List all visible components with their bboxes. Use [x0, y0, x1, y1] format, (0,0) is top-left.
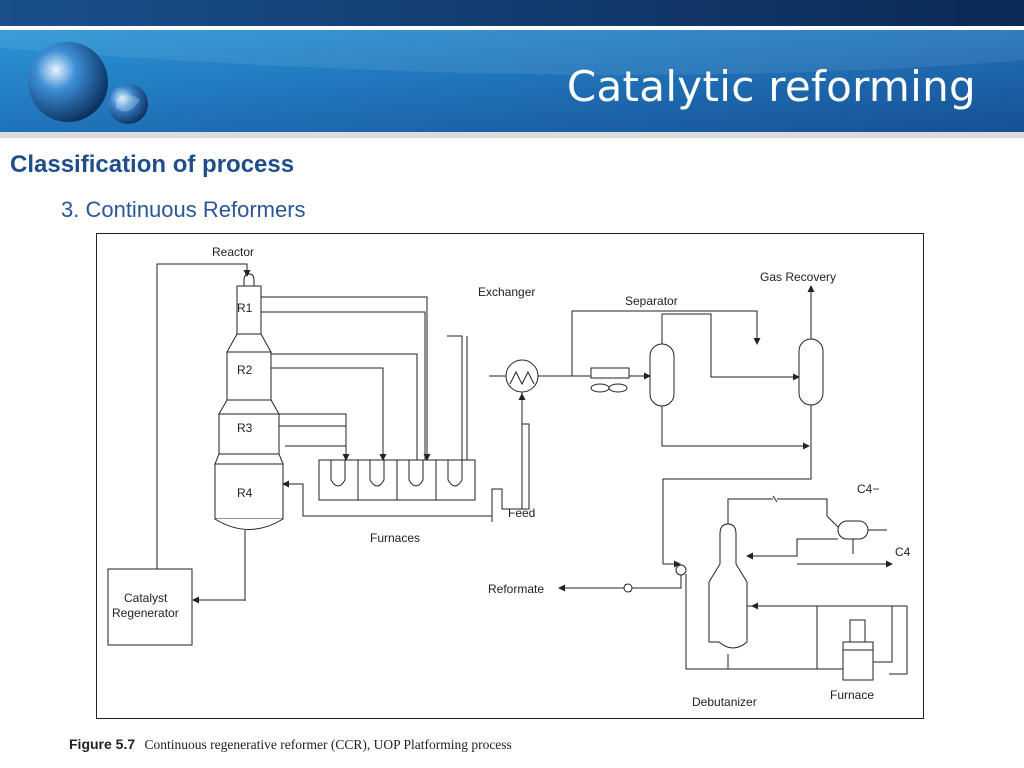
label-catalyst: Catalyst: [124, 591, 168, 605]
label-r4: R4: [237, 486, 253, 500]
overhead-drum: [837, 520, 869, 540]
label-separator: Separator: [625, 294, 678, 308]
label-reactor: Reactor: [212, 245, 254, 259]
air-cooler: [590, 367, 630, 379]
header-banner: Catalytic reforming: [0, 0, 1024, 138]
process-diagram: Reactor R1 R2 R3 R4 Exchanger Separator …: [96, 233, 924, 719]
logo-sphere-large: [28, 42, 108, 122]
reactor-stack: [214, 273, 284, 600]
logo-sphere-small: [108, 84, 148, 124]
label-r3: R3: [237, 421, 253, 435]
gas-recovery-vessel: [798, 338, 824, 406]
label-c4-minus: C4−: [857, 482, 879, 496]
label-r2: R2: [237, 363, 253, 377]
debutanizer-furnace: [842, 619, 874, 681]
label-debutanizer: Debutanizer: [692, 695, 757, 709]
exchanger: [505, 359, 539, 393]
label-c4: C4: [895, 545, 911, 559]
label-furnace: Furnace: [830, 688, 874, 702]
label-regenerator: Regenerator: [112, 606, 179, 620]
furnaces: [318, 459, 476, 501]
figure-number: Figure 5.7: [69, 736, 136, 752]
label-exchanger: Exchanger: [478, 285, 535, 299]
figure-caption: Figure 5.7 Continuous regenerative refor…: [69, 736, 512, 753]
separator-vessel: [649, 343, 675, 407]
page-title: Catalytic reforming: [566, 62, 976, 111]
label-r1: R1: [237, 301, 253, 315]
header-background: [0, 0, 1024, 138]
figure-caption-text: Continuous regenerative reformer (CCR), …: [144, 737, 512, 752]
label-feed: Feed: [508, 506, 535, 520]
debutanizer-column: [708, 523, 748, 649]
subheading: 3. Continuous Reformers: [61, 197, 306, 222]
catalyst-regenerator: [107, 568, 193, 646]
process-diagram-svg: Reactor R1 R2 R3 R4 Exchanger Separator …: [107, 245, 911, 709]
label-reformate: Reformate: [488, 582, 544, 596]
label-gas-recovery: Gas Recovery: [760, 270, 836, 284]
label-furnaces: Furnaces: [370, 531, 420, 545]
section-heading: Classification of process: [10, 151, 295, 178]
